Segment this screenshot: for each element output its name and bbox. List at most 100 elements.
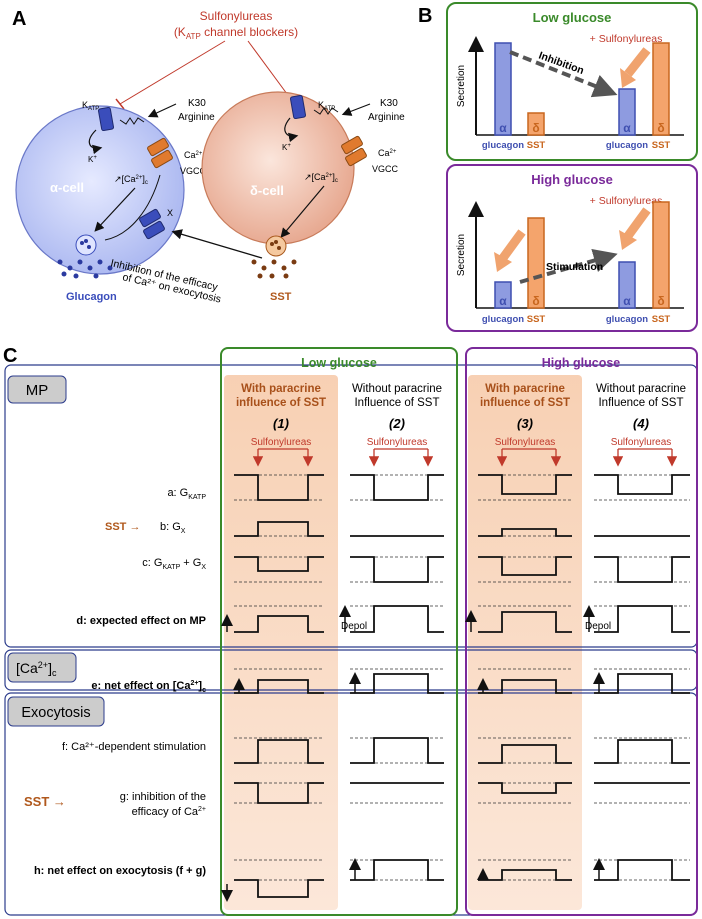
alpha-x-label: X [167, 208, 173, 218]
row-b-label: b: GX [160, 521, 186, 535]
alpha-k30-arrow [147, 103, 177, 118]
high-sst-label-2: SST [652, 314, 671, 325]
delta-katp-channel [289, 94, 307, 120]
high-bar-symbol-1: α [499, 294, 507, 308]
low-bar-3 [618, 88, 636, 136]
col1-head-line1: With paracrine [241, 383, 321, 395]
delta-cell [201, 91, 355, 245]
row-h-label: h: net effect on exocytosis (f + g) [34, 865, 206, 877]
alpha-ca-to-granule-arrow [94, 187, 136, 232]
low-bar-1 [494, 42, 512, 136]
col2-head-line2: Influence of SST [354, 397, 439, 409]
row-d-trace-3 [478, 611, 572, 633]
low-glucose-title: Low glucose [533, 10, 612, 25]
depol-label-col2: Depol [341, 621, 367, 632]
low-sulf-arrowhead [620, 68, 636, 88]
low-sst-label-2: SST [652, 140, 671, 151]
delta-vgcc-label: VGCC [372, 164, 399, 174]
alpha-cell-label: α-cell [50, 180, 84, 195]
delta-arginine-label: Arginine [368, 112, 405, 123]
high-bar-symbol-3: α [623, 294, 631, 308]
row-g-label-2: efficacy of Ca2+ [132, 806, 206, 818]
low-glucagon-label-1: glucagon [482, 140, 524, 151]
col1-number: (1) [273, 416, 289, 431]
ca-tag-label: [Ca2+]c [16, 660, 57, 678]
col3-number: (3) [517, 416, 533, 431]
alpha-x-channel-b [143, 220, 165, 240]
alpha-vgcc-channel-b [151, 149, 173, 169]
delta-cell-label: δ-cell [250, 183, 284, 198]
glucagon-dots [57, 239, 113, 279]
low-bar-symbol-4: δ [657, 121, 664, 135]
row-c-trace-1 [234, 556, 324, 572]
alpha-ca-c-label: ↗[Ca2+]c [114, 174, 148, 186]
row-g-trace-1 [234, 782, 324, 804]
low-glucose-group-title: Low glucose [301, 356, 377, 370]
delta-vgcc-channel-b [345, 147, 367, 167]
low-bar-symbol-2: δ [532, 121, 539, 135]
row-e-trace-1 [234, 679, 324, 694]
row-d-trace-4 [594, 605, 690, 633]
high-bar-symbol-2: δ [532, 294, 539, 308]
col4-head-line1: Without paracrine [596, 383, 686, 395]
low-bar-2 [527, 112, 545, 136]
exocytosis-tag-label: Exocytosis [21, 705, 90, 721]
row-g-sst-arrow: SST → [24, 794, 66, 809]
low-glucagon-label-2: glucagon [606, 140, 648, 151]
delta-k30-arrow [341, 103, 371, 116]
mp-tag-label: MP [26, 382, 49, 399]
sulf-inhibit-bar-alpha [115, 98, 125, 110]
row-b-sst-arrow: SST → [105, 521, 140, 533]
alpha-depol-squiggle [119, 117, 145, 125]
delta-k30-label: K30 [380, 98, 398, 109]
row-a-trace-1 [234, 474, 324, 501]
col2-sulf: Sulfonylureas [367, 437, 428, 448]
delta-kplus-arrow [284, 117, 299, 143]
row-f-trace-3 [478, 744, 572, 764]
high-x-labels: glucagon SST glucagon SST [482, 314, 671, 325]
sulf-inhibit-line-alpha [119, 40, 226, 105]
low-glucose-group-box [220, 347, 458, 916]
row-b-trace-3 [478, 528, 572, 537]
row-f-trace-4 [594, 739, 690, 764]
low-sulf-arrow [624, 47, 651, 77]
sulf-inhibit-line-delta [247, 40, 291, 99]
row-d-label: d: expected effect on MP [76, 615, 206, 627]
row-e-trace-3 [478, 679, 572, 694]
row-h-trace-4 [594, 859, 690, 881]
delta-ca-to-granule-arrow [280, 185, 325, 238]
row-g-label-1: g: inhibition of the [120, 791, 206, 803]
col3-shade [468, 375, 582, 910]
col3-sulf: Sulfonylureas [495, 437, 556, 448]
high-bar-1 [494, 281, 512, 309]
alpha-ca-inhibit-arc [104, 174, 161, 241]
exocytosis-tag [7, 696, 105, 727]
high-stimulation-arrow [519, 248, 618, 284]
col2-head-line1: Without paracrine [352, 383, 442, 395]
row-c-trace-2 [350, 556, 444, 583]
row-h-trace-1 [234, 879, 324, 898]
row-d-trace-1 [234, 615, 324, 633]
low-bar-4 [652, 42, 670, 136]
high-glucagon-label-1: glucagon [482, 314, 524, 325]
high-bar-3 [618, 261, 636, 309]
mp-section-box [4, 364, 698, 648]
col2-number: (2) [389, 416, 405, 431]
alpha-cell [15, 105, 185, 275]
mp-tag [7, 375, 67, 404]
alpha-kplus-label: K+ [88, 155, 97, 164]
panel-b-letter: B [418, 5, 432, 27]
row-a-trace-3 [478, 474, 572, 495]
high-glucagon-label-2: glucagon [606, 314, 648, 325]
row-d-trace-2 [350, 605, 444, 633]
traces [221, 474, 690, 902]
sst-label: SST [270, 291, 292, 303]
delta-granule [265, 235, 287, 257]
row-b-trace-1 [234, 521, 324, 537]
low-bar-symbol-1: α [499, 121, 507, 135]
alpha-katp-channel [97, 106, 115, 132]
panel-a: A Sulfonylureas (KATP channel blockers) … [12, 8, 405, 306]
row-a-trace-4 [594, 474, 690, 495]
